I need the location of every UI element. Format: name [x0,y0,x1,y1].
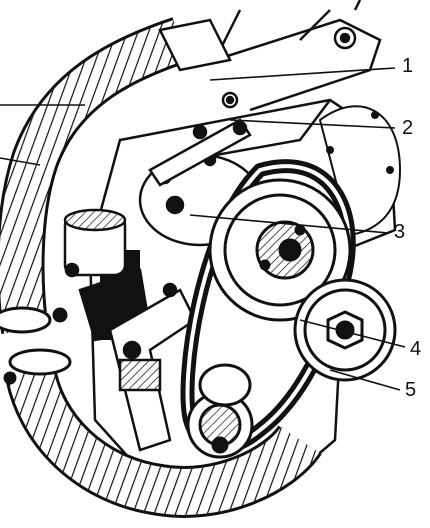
coolant-hose [0,17,322,518]
hose-clamp-lower [3,348,72,385]
leader-lines [0,67,406,391]
leader-line-5 [329,369,401,391]
thermostat-housing [63,208,127,278]
generator-bracket [108,282,197,452]
leader-line-1 [209,67,396,81]
hose-clamp-upper [0,306,68,334]
callout-1: 1 [402,55,414,77]
top-bracket [213,0,382,112]
adjusting-bar [148,91,252,187]
callout-2: 2 [402,117,414,139]
water-pump-pulley [208,178,352,322]
timing-cover [318,105,402,237]
callout-4: 4 [410,338,422,360]
leader-line-2 [229,119,396,129]
leader-line-4 [299,319,406,348]
leader-line-3 [189,214,389,234]
callout-5: 5 [405,379,417,401]
crankshaft-pulley [293,278,397,382]
generator-pulley [186,363,254,459]
callout-3: 3 [394,221,406,243]
